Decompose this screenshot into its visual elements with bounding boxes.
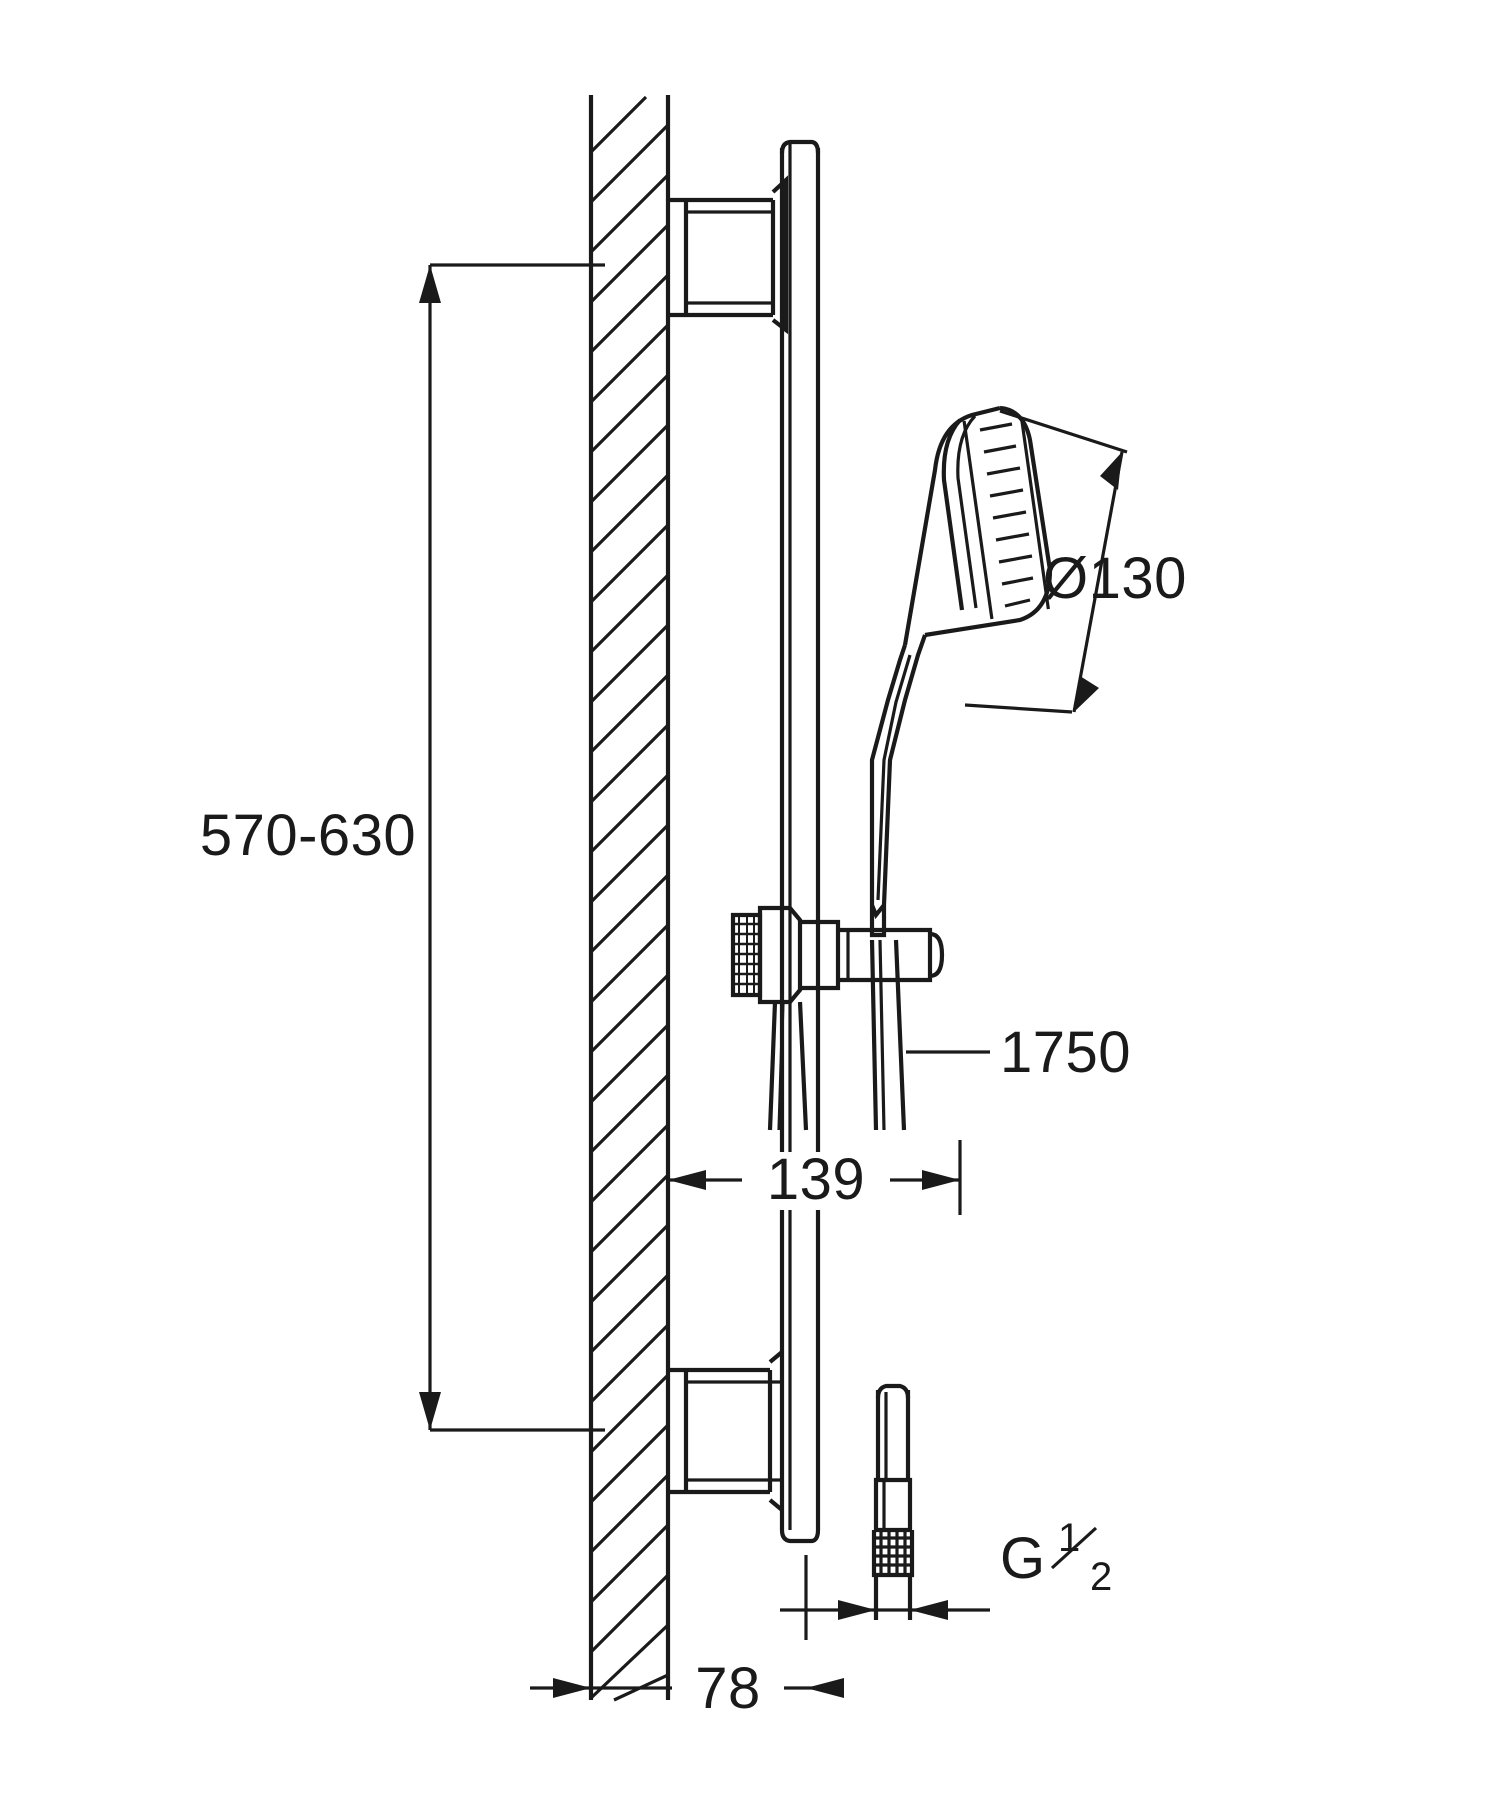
shower-hose-left <box>767 1001 809 1131</box>
dimension-projection: 139 <box>668 1140 962 1215</box>
dimension-thread: G 1 2 <box>780 1516 1112 1640</box>
hose-connector-thread <box>871 1383 915 1620</box>
knurl-pattern-nut <box>874 1530 912 1575</box>
hand-shower-head <box>869 405 1053 938</box>
dimension-head-diameter: Ø130 <box>964 409 1187 714</box>
knurl-pattern-holder <box>733 915 760 995</box>
label-head-diameter: Ø130 <box>1043 546 1187 611</box>
label-height-range: 570-630 <box>200 803 416 868</box>
spray-nozzle-plate <box>962 418 1050 620</box>
wall-hatching <box>589 95 670 1702</box>
upper-wall-bracket <box>668 175 789 335</box>
label-wall-offset: 78 <box>695 1656 761 1721</box>
label-projection: 139 <box>767 1147 865 1212</box>
shower-hose-right <box>869 939 907 1131</box>
lower-wall-bracket <box>668 1350 784 1512</box>
hand-shower-holder <box>730 905 945 1005</box>
dimension-height-range: 570-630 <box>200 263 605 1432</box>
shower-rail-bar <box>779 139 821 1544</box>
dimension-wall-offset: 78 <box>530 1656 844 1721</box>
label-hose-length: 1750 <box>1000 1020 1131 1085</box>
label-thread-denominator: 2 <box>1090 1555 1112 1599</box>
wall-section <box>588 95 671 1702</box>
dimension-hose-length: 1750 <box>906 1020 1131 1085</box>
label-thread-letter: G <box>1000 1526 1046 1591</box>
